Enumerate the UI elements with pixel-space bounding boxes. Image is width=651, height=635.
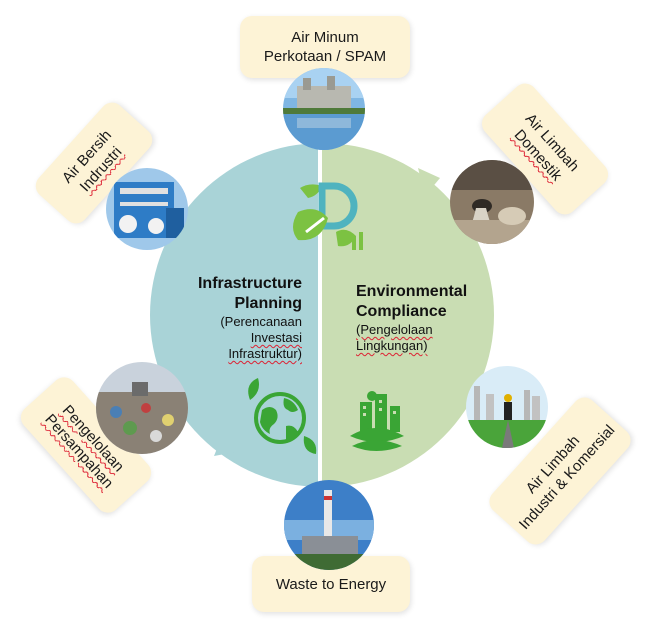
left-sub-line1: (Perencanaan (220, 314, 302, 329)
right-title-line1: Environmental (356, 283, 468, 300)
photo-industrial-wastewater (466, 366, 548, 448)
left-half-circle (150, 143, 320, 487)
green-city-icon (350, 391, 404, 451)
photo-water-treatment-plant (283, 68, 365, 150)
right-sub-line2: Lingkungan) (356, 338, 428, 353)
label-waste-to-energy-line1: Waste to Energy (275, 575, 387, 593)
label-air-minum-line1: Air Minum (291, 29, 359, 46)
left-half-text: Infrastructure Planning (Perencanaan Inv… (180, 274, 302, 362)
globe-leaf-icon (248, 378, 317, 454)
left-sub-line3: Infrastruktur) (228, 346, 302, 361)
photo-landfill-waste (96, 362, 188, 454)
company-logo-icon (293, 182, 363, 250)
right-half-text: Environmental Compliance (Pengelolaan Li… (356, 282, 486, 354)
left-sub-line2: Investasi (250, 330, 302, 345)
right-title-line2: Compliance (356, 303, 447, 320)
right-sub-line1: (Pengelolaan (356, 322, 433, 337)
photo-industrial-clean-water (106, 168, 188, 250)
label-air-minum: Air Minum Perkotaan / SPAM (240, 16, 410, 78)
photo-domestic-wastewater (450, 160, 534, 244)
photo-waste-to-energy-plant (284, 480, 374, 570)
right-half-circle (320, 143, 494, 487)
center-divider (318, 140, 322, 490)
left-title-line1: Infrastructure (197, 275, 302, 292)
ring-arrow-left (214, 436, 236, 456)
ring-arrow-top-right (418, 168, 440, 196)
label-air-minum-line2: Perkotaan / SPAM (263, 48, 387, 65)
left-title-line2: Planning (234, 295, 302, 312)
